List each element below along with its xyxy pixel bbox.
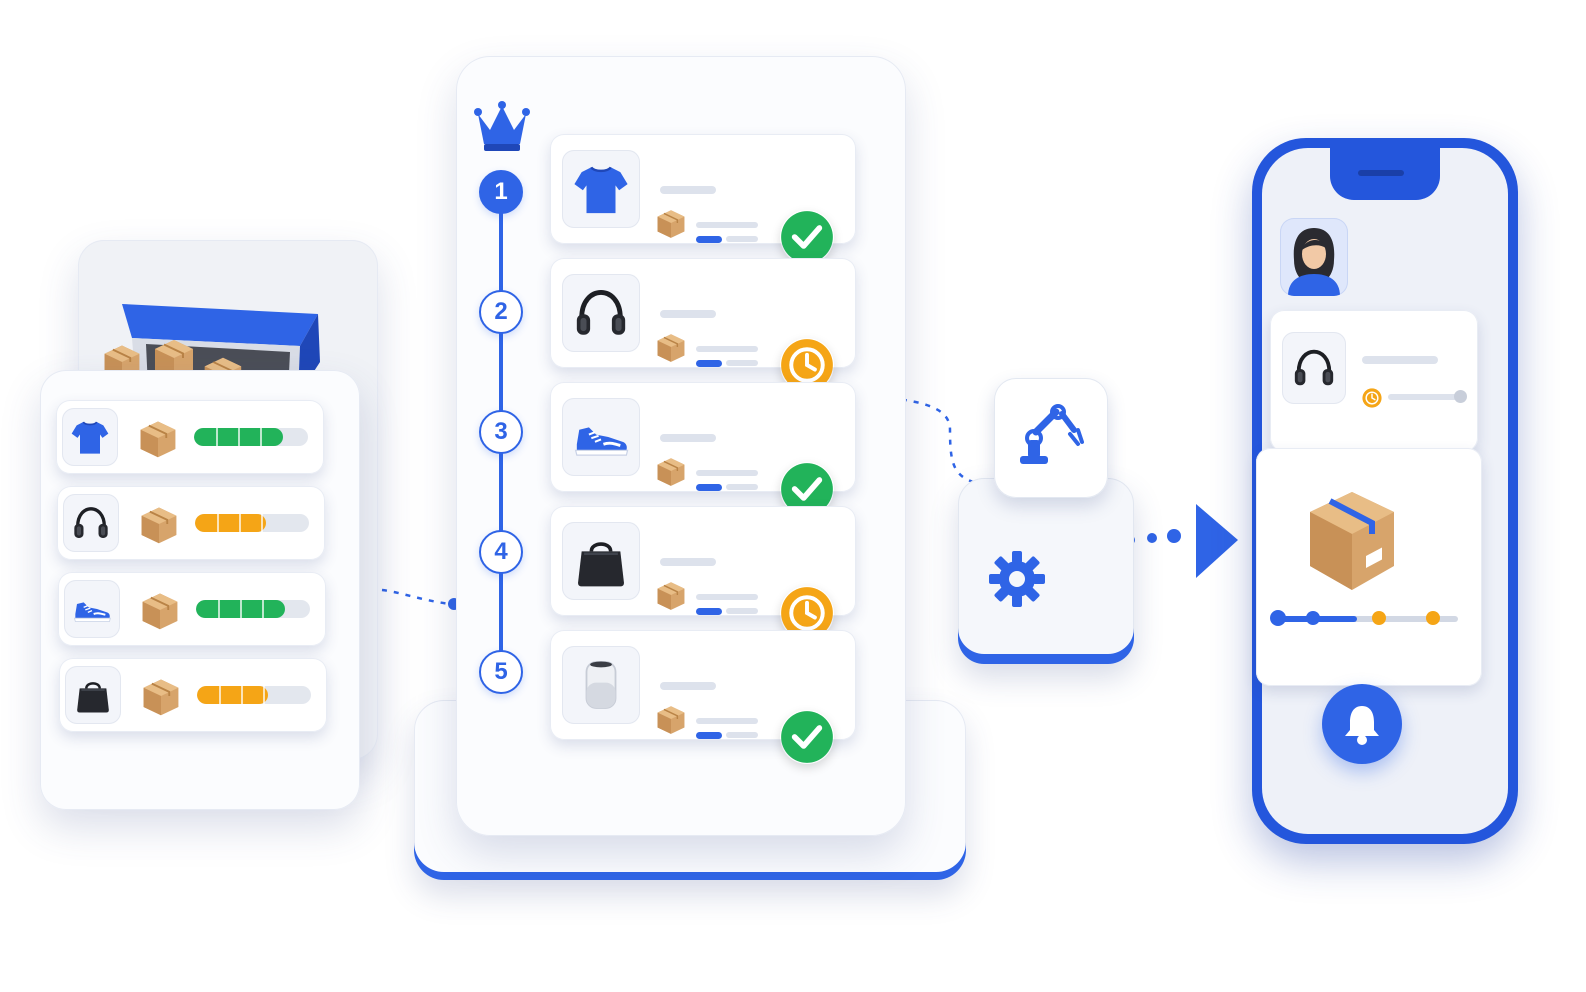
- tshirt-icon: [70, 417, 110, 457]
- package-icon: [136, 416, 180, 460]
- headphones-icon: [572, 284, 630, 342]
- package-icon: [139, 674, 183, 718]
- package-icon: [654, 330, 688, 364]
- rank-step-4: 4: [479, 530, 523, 574]
- clock-icon: [1362, 388, 1382, 408]
- rank-step-3: 3: [479, 410, 523, 454]
- ranked-product-card[interactable]: [550, 506, 856, 616]
- bell-icon: [1345, 706, 1379, 745]
- order-item-card[interactable]: [1270, 310, 1478, 452]
- stock-level-bar: [194, 428, 308, 446]
- rank-step-1: 1: [479, 170, 523, 214]
- sneaker-icon: [72, 589, 112, 629]
- ranked-product-card[interactable]: [550, 258, 856, 368]
- package-icon: [654, 454, 688, 488]
- inventory-row[interactable]: [58, 572, 326, 646]
- shipment-tracking-card[interactable]: [1256, 448, 1482, 686]
- package-icon: [654, 702, 688, 736]
- inventory-row[interactable]: [57, 486, 325, 560]
- check-circle-icon: [780, 210, 834, 264]
- handbag-icon: [73, 675, 113, 715]
- inventory-row[interactable]: [59, 658, 327, 732]
- rank-step-2: 2: [479, 290, 523, 334]
- stock-level-bar: [195, 514, 309, 532]
- robot-arm-icon: [1020, 404, 1084, 464]
- check-circle-icon: [780, 710, 834, 764]
- tshirt-icon: [572, 160, 630, 218]
- user-avatar-icon[interactable]: [1280, 218, 1348, 296]
- package-icon: [654, 578, 688, 612]
- notification-button[interactable]: [1322, 684, 1402, 764]
- crown-icon: [474, 101, 530, 151]
- headphones-icon: [71, 503, 111, 543]
- stock-level-bar: [197, 686, 311, 704]
- inventory-row[interactable]: [56, 400, 324, 474]
- speaker-icon: [572, 656, 630, 714]
- gear-icon: [989, 551, 1045, 607]
- ranked-product-card[interactable]: [550, 630, 856, 740]
- headphones-icon: [1291, 345, 1337, 391]
- ranked-product-card[interactable]: [550, 134, 856, 244]
- package-icon: [137, 502, 181, 546]
- package-icon: [654, 206, 688, 240]
- handbag-icon: [572, 532, 630, 590]
- package-icon: [1310, 492, 1394, 590]
- package-icon: [138, 588, 182, 632]
- stock-level-bar: [196, 600, 310, 618]
- rank-step-5: 5: [479, 650, 523, 694]
- sneaker-icon: [572, 408, 630, 466]
- ranked-product-card[interactable]: [550, 382, 856, 492]
